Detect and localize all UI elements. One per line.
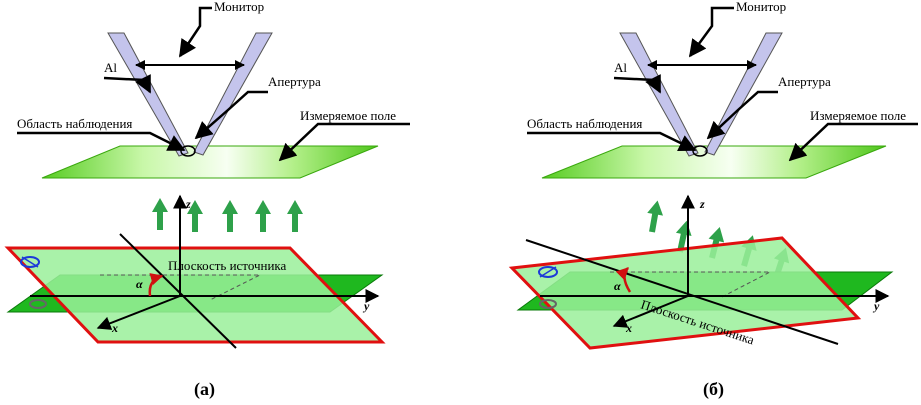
monitor-label: Монитор: [736, 0, 786, 14]
observation-area-leader: [527, 131, 697, 152]
emission-arrow: [152, 198, 168, 230]
caption-a: (а): [194, 379, 215, 400]
z-label: z: [699, 197, 705, 211]
polarization-icon: [538, 266, 558, 278]
polarization-icon: [539, 299, 557, 309]
probe-left-arm: [107, 32, 189, 157]
y-label: y: [362, 299, 370, 313]
polarization-icon: [20, 256, 40, 268]
al-label: Al: [104, 60, 117, 75]
measured-field-plane: [41, 145, 379, 179]
x-axis: [96, 295, 181, 330]
y-label: y: [872, 299, 880, 313]
al-label: Al: [614, 60, 627, 75]
x-label: x: [625, 321, 632, 335]
hidden-edge: [610, 271, 771, 299]
tilt-axis: [119, 233, 237, 349]
alpha-arc: [148, 273, 164, 297]
observation-area-label: Область наблюдения: [17, 116, 132, 131]
probe-right-arm: [704, 32, 783, 156]
monitor-leader: [178, 6, 212, 58]
observation-area-leader: [17, 131, 186, 152]
al-leader: [613, 73, 662, 94]
panel-b: Монитор Al Апертура Область наблюдения И…: [508, 0, 918, 400]
observation-area-label: Область наблюдения: [527, 116, 642, 131]
tilt-axis: [525, 239, 839, 345]
aperture-leader: [706, 90, 778, 140]
measured-field-leader: [788, 122, 918, 162]
z-label: z: [185, 197, 191, 211]
x-axis: [612, 295, 689, 328]
aperture-label: Апертура: [778, 74, 831, 89]
x-label: x: [111, 321, 118, 335]
source-plane-label: Плоскость источника: [168, 258, 287, 273]
polarization-icon: [29, 299, 47, 309]
hidden-edge: [100, 274, 261, 301]
alpha-label: α: [614, 279, 621, 293]
emission-arrow: [287, 200, 303, 232]
measured-field-label: Измеряемое поле: [810, 108, 906, 123]
measured-field-leader: [278, 122, 410, 162]
caption-b: (б): [703, 379, 724, 400]
aperture-marker: [692, 145, 708, 157]
aperture-label: Апертура: [268, 74, 321, 89]
panel-a: Монитор Al Апертура Область наблюдения И…: [4, 0, 410, 400]
probe-right-arm: [193, 32, 273, 156]
al-leader: [103, 73, 152, 94]
alpha-arc: [615, 267, 632, 293]
emission-arrow: [222, 200, 238, 232]
probe-left-arm: [619, 32, 699, 157]
aperture-marker: [180, 145, 196, 157]
measured-field-label: Измеряемое поле: [300, 108, 396, 123]
alpha-label: α: [136, 277, 143, 291]
monitor-leader: [688, 6, 734, 58]
emission-arrow: [644, 199, 666, 234]
monitor-label: Монитор: [214, 0, 264, 14]
emission-arrow: [255, 200, 271, 232]
aperture-leader: [194, 90, 268, 140]
